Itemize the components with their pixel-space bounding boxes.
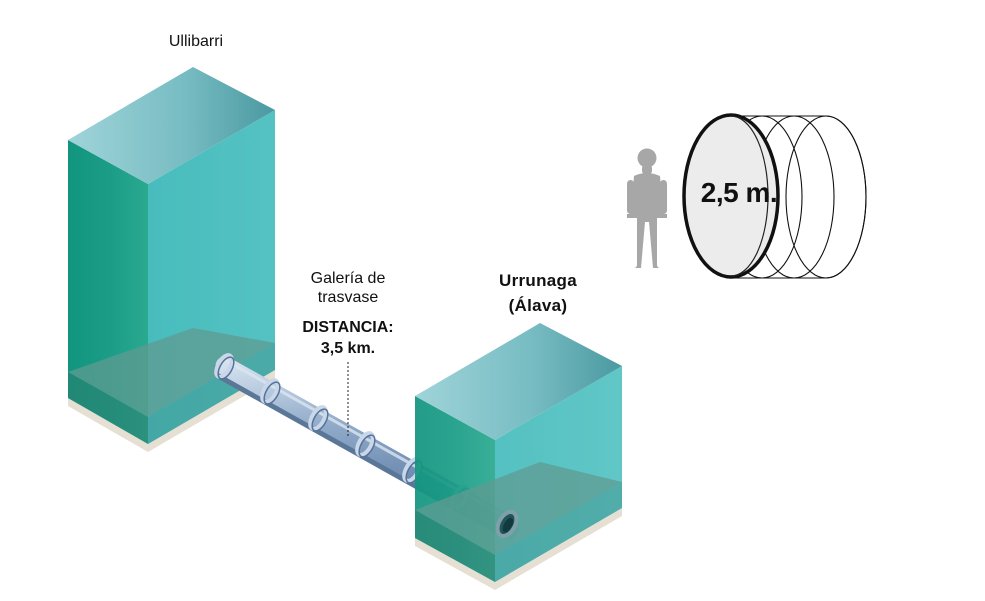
urrunaga-top-face <box>415 323 622 440</box>
tunnel-cross-section <box>682 113 867 279</box>
tunnel-front-ring <box>682 113 780 279</box>
ullibarri-label: Ullibarri <box>168 33 224 50</box>
urrunaga-inner-floor <box>415 462 622 555</box>
urrunaga-reservoir <box>415 323 622 590</box>
tunnel-label-line1: Galería de <box>310 270 386 287</box>
pipe-ring-edge <box>217 356 235 380</box>
urrunaga-submerged-front <box>415 510 495 582</box>
tunnel-depth-ring-3 <box>785 115 867 279</box>
tunnel-inner-arc <box>730 115 769 277</box>
distance-label: DISTANCIA: <box>302 319 394 336</box>
pipe-ring-edge <box>311 408 329 432</box>
tunnel-diameter-label: 2,5 m. <box>700 177 778 208</box>
urrunaga-label: Urrunaga <box>499 271 577 290</box>
ullibarri-submerged-front <box>68 372 148 444</box>
tunnel-label-line2: trasvase <box>317 289 379 306</box>
ullibarri-reservoir <box>68 67 275 452</box>
urrunaga-submerged-side <box>495 482 622 582</box>
urrunaga-region-label: (Álava) <box>508 296 568 315</box>
distance-value: 3,5 km. <box>320 340 376 357</box>
ullibarri-top-face <box>68 67 275 184</box>
ullibarri-ground-slab <box>68 370 275 452</box>
pipe-ring-edge <box>358 434 376 458</box>
ullibarri-inner-floor <box>68 328 275 417</box>
pipe-ring-edge <box>263 381 281 405</box>
pipe-outlet-opening <box>502 517 514 533</box>
urrunaga-ground-slab <box>415 508 622 590</box>
person-silhouette-icon <box>627 148 667 268</box>
